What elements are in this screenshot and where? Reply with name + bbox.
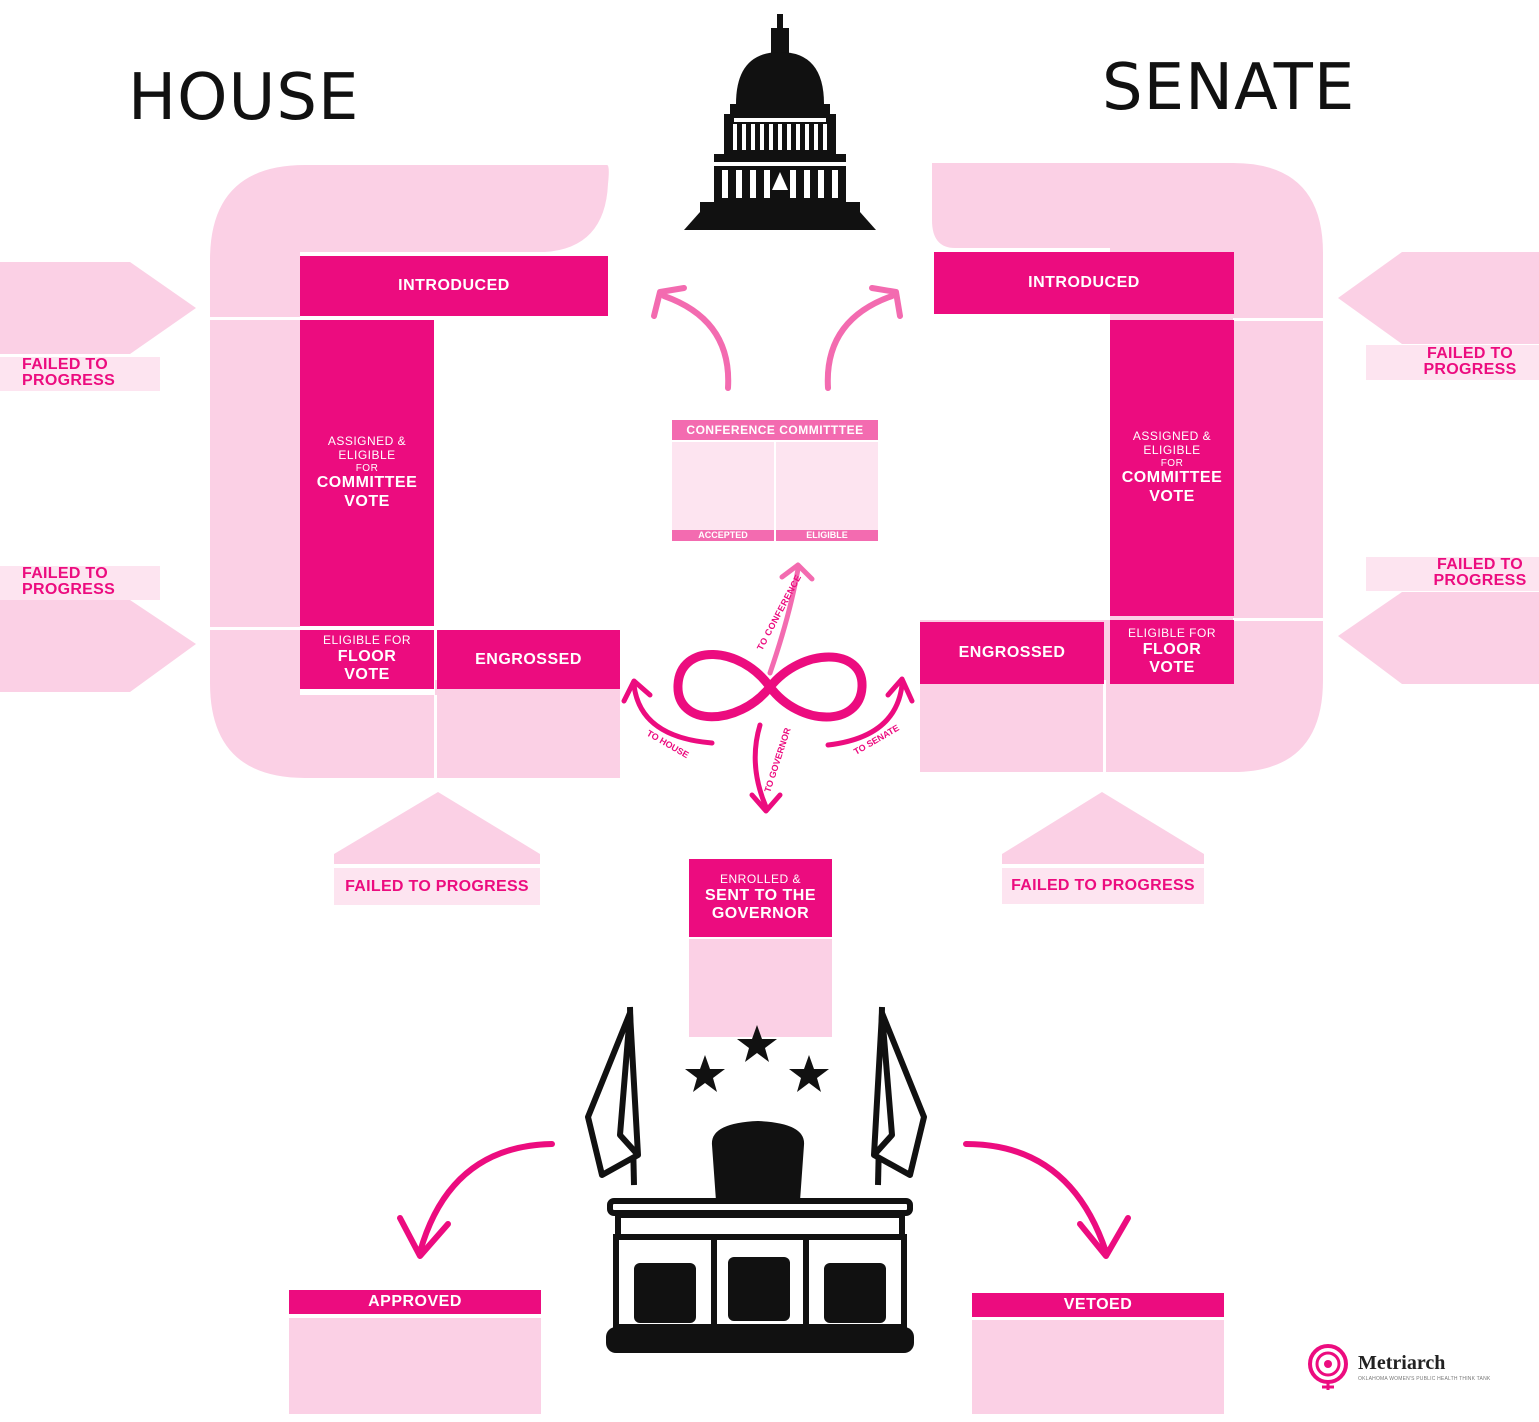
house-failed-band-2 <box>0 566 160 600</box>
senate-floor-vote: ELIGIBLE FOR FLOOR VOTE <box>1110 620 1234 684</box>
vetoed: VETOED <box>972 1293 1224 1317</box>
house-committee-for: FOR <box>355 462 379 474</box>
governor-big: SENT TO THE GOVERNOR <box>705 886 816 922</box>
conference-eligible-area <box>776 442 878 530</box>
conference-eligible: ELIGIBLE <box>776 530 878 541</box>
senate-title: SENATE <box>1102 51 1356 125</box>
house-failed-1: FAILED TO PROGRESS <box>22 356 116 389</box>
senate-floor-small: ELIGIBLE FOR <box>1127 625 1217 640</box>
vetoed-arrow <box>963 1141 1131 1259</box>
senate-committee-for: FOR <box>1160 457 1184 469</box>
senate-floor-big: FLOOR VOTE <box>1142 640 1202 676</box>
logo-name: Metriarch <box>1358 1352 1446 1374</box>
conference-accepted-area <box>672 442 774 530</box>
senate-failed-3: FAILED TO PROGRESS <box>1011 877 1195 894</box>
house-introduced-label: INTRODUCED <box>398 277 510 294</box>
approved-area <box>289 1318 541 1414</box>
conference-to-house-arrow <box>651 285 732 391</box>
governor-area <box>689 939 832 1037</box>
house-failed-arrow-3 <box>334 792 540 864</box>
house-committee-big: COMMITTEE VOTE <box>316 474 418 510</box>
house-floor-small: ELIGIBLE FOR <box>322 633 412 648</box>
governor-desk-icon <box>585 1006 927 1353</box>
flow-to-governor: TO GOVERNOR <box>762 726 792 794</box>
senate-failed-band-3: FAILED TO PROGRESS <box>1002 868 1204 904</box>
flag-icon <box>585 1006 927 1186</box>
senate-committee-small: ASSIGNED & ELIGIBLE <box>1132 429 1212 457</box>
house-failed-arrow-2 <box>0 600 196 692</box>
conference-accepted: ACCEPTED <box>672 530 774 541</box>
senate-introduced: INTRODUCED <box>934 252 1234 314</box>
conference-committee: CONFERENCE COMMITTTEE ACCEPTED ELIGIBLE <box>672 420 878 541</box>
governor-small: ENROLLED & <box>719 871 802 886</box>
conference-to-senate-arrow <box>824 285 903 391</box>
house-failed-band-3: FAILED TO PROGRESS <box>334 868 540 905</box>
capitol-dome-icon <box>684 14 876 230</box>
senate-failed-band-2 <box>1366 557 1539 591</box>
approved-label: APPROVED <box>368 1293 462 1310</box>
senate-failed-1: FAILED TO PROGRESS <box>1423 345 1517 378</box>
senate-introduced-label: INTRODUCED <box>1028 274 1140 291</box>
senate-engrossed-label: ENGROSSED <box>958 644 1066 661</box>
house-title: HOUSE <box>128 61 360 135</box>
senate-failed-arrow-1 <box>1338 252 1539 344</box>
logo-tagline: OKLAHOMA WOMEN'S PUBLIC HEALTH THINK TAN… <box>1358 1376 1491 1382</box>
house-committee-vote: ASSIGNED & ELIGIBLE FOR COMMITTEE VOTE <box>300 320 434 626</box>
senate-committee-vote: ASSIGNED & ELIGIBLE FOR COMMITTEE VOTE <box>1110 320 1234 616</box>
house-failed-3: FAILED TO PROGRESS <box>345 877 529 895</box>
metriarch-logo-icon <box>1308 1344 1348 1390</box>
house-failed-arrow-1 <box>0 262 196 354</box>
house-engrossed-label: ENGROSSED <box>475 650 582 668</box>
vetoed-label: VETOED <box>1063 1296 1133 1313</box>
senate-failed-band-1 <box>1366 345 1539 380</box>
house-floor-big: FLOOR VOTE <box>337 648 397 684</box>
house-engrossed: ENGROSSED <box>437 630 620 689</box>
house-floor-vote: ELIGIBLE FOR FLOOR VOTE <box>300 630 434 689</box>
senate-failed-arrow-2 <box>1338 592 1539 684</box>
conference-title: CONFERENCE COMMITTTEE <box>672 420 878 440</box>
approved: APPROVED <box>289 1290 541 1314</box>
house-failed-2: FAILED TO PROGRESS <box>22 565 116 598</box>
house-track <box>205 165 620 785</box>
approved-arrow <box>397 1141 555 1259</box>
house-committee-small: ASSIGNED & ELIGIBLE <box>327 434 407 462</box>
infinity-loop-icon: TO CONFERENCE TO HOUSE TO SENATE TO GOVE… <box>621 562 915 814</box>
senate-failed-arrow-3 <box>1002 792 1204 864</box>
enrolled-sent-to-governor: ENROLLED & SENT TO THE GOVERNOR <box>689 859 832 937</box>
house-failed-band-1 <box>0 357 160 391</box>
senate-engrossed: ENGROSSED <box>920 622 1104 684</box>
house-introduced: INTRODUCED <box>300 256 608 316</box>
star-icon <box>685 1025 829 1092</box>
senate-committee-big: COMMITTEE VOTE <box>1121 469 1223 505</box>
senate-failed-2: FAILED TO PROGRESS <box>1433 556 1527 589</box>
vetoed-area <box>972 1320 1224 1414</box>
